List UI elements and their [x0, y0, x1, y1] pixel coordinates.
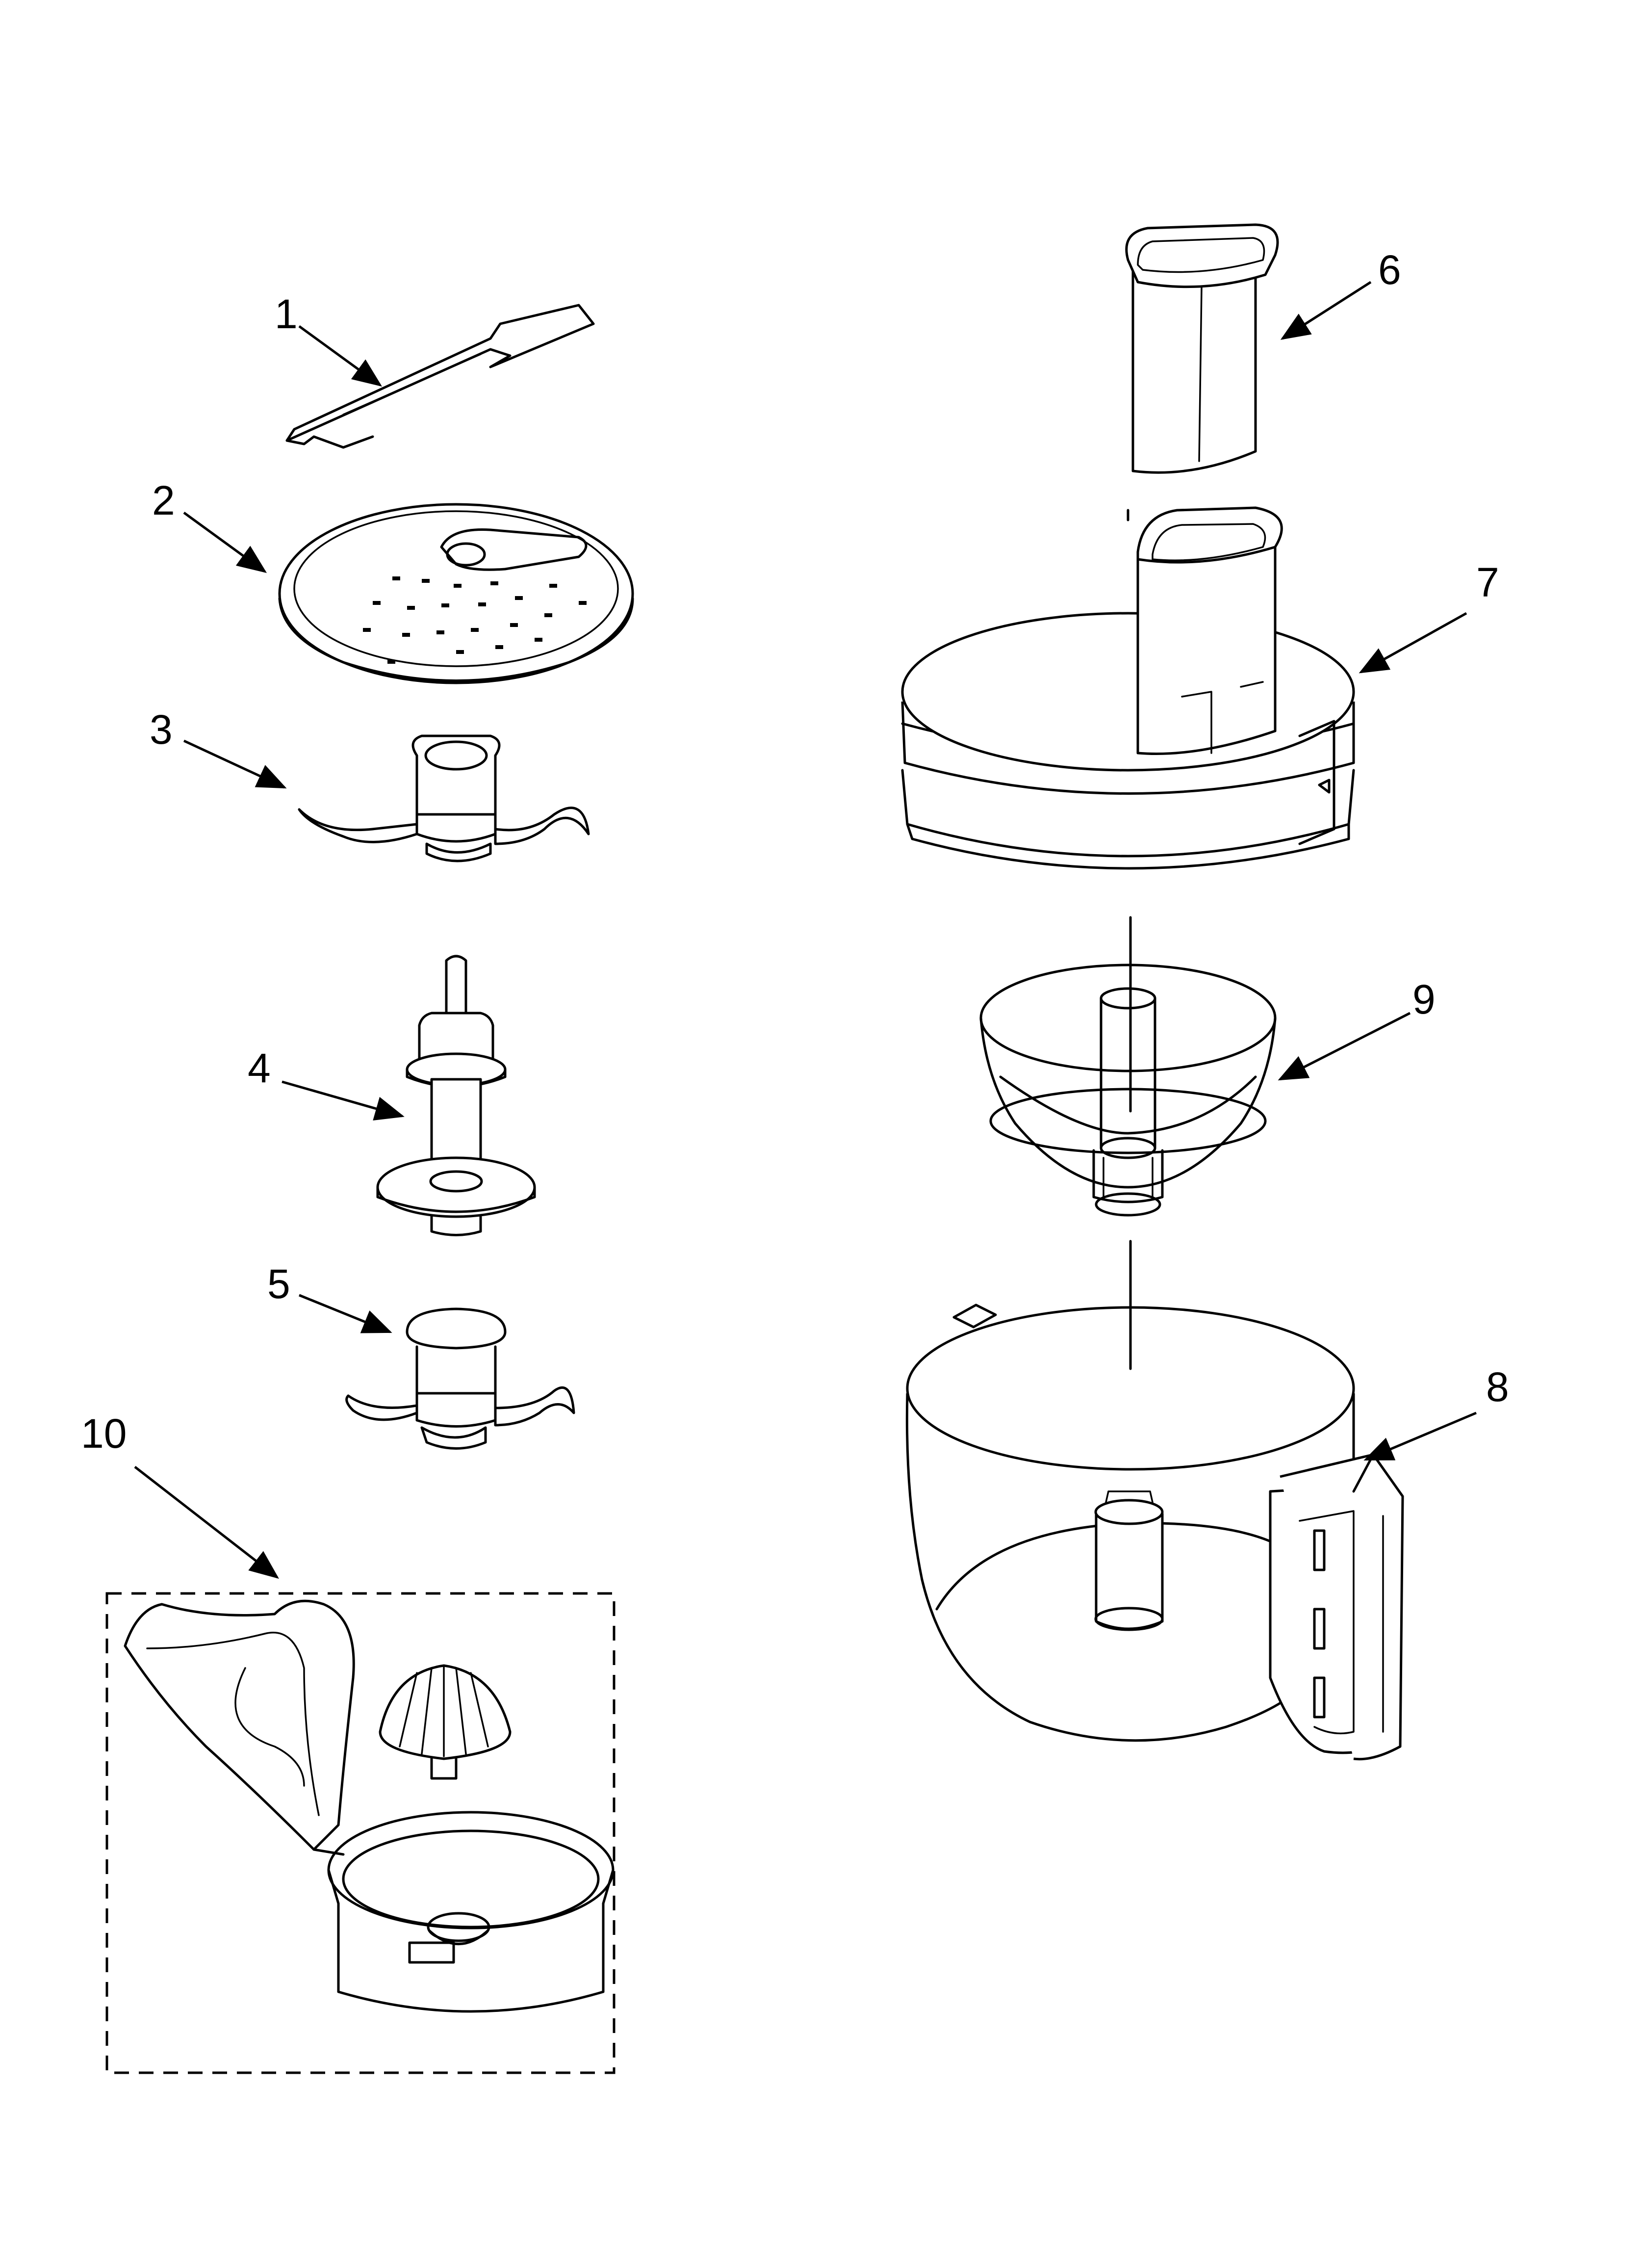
leader-arrow-5	[299, 1294, 392, 1333]
part-7-cover-drawing	[901, 506, 1355, 870]
part-3-blade-drawing	[298, 734, 590, 862]
leader-arrow-3	[183, 739, 287, 789]
part-10-citrus-press-drawing	[105, 1592, 616, 2074]
leader-arrow-4	[282, 1080, 405, 1121]
callout-10: 10	[81, 1410, 127, 1457]
leader-arrow-7	[1359, 612, 1467, 674]
callout-2: 2	[152, 477, 175, 523]
leader-arrow-8	[1363, 1411, 1477, 1461]
part-1-spatula-drawing	[285, 304, 595, 449]
leader-arrow-1	[298, 325, 383, 387]
part-5-mini-blade-drawing	[345, 1307, 575, 1450]
callout-8: 8	[1486, 1364, 1509, 1410]
part-6-pusher-drawing	[1125, 223, 1279, 474]
part-4-stem-drawing	[376, 955, 536, 1236]
part-9-mini-bowl-drawing	[979, 964, 1277, 1217]
leader-arrow-2	[183, 511, 267, 573]
part-2-disc-drawing	[278, 503, 634, 684]
callout-6: 6	[1378, 247, 1401, 293]
part-8-work-bowl-drawing	[905, 1303, 1404, 1761]
callout-1: 1	[275, 291, 298, 337]
callout-9: 9	[1412, 976, 1436, 1022]
leader-arrow-10	[134, 1466, 279, 1579]
callout-7: 7	[1476, 559, 1499, 605]
leader-arrow-6	[1280, 281, 1372, 340]
callout-5: 5	[267, 1261, 290, 1307]
callout-4: 4	[248, 1045, 271, 1091]
leader-arrow-9	[1278, 1012, 1411, 1081]
callout-3: 3	[150, 706, 173, 753]
